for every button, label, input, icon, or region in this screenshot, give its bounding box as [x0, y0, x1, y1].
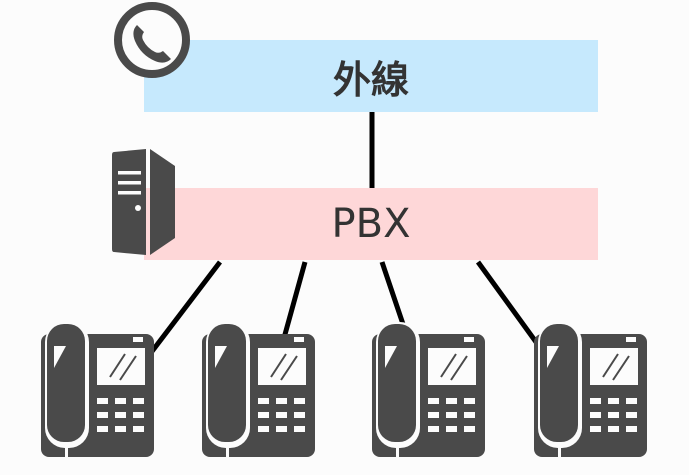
extension-line-4	[475, 260, 539, 344]
extension-line-3	[379, 261, 408, 331]
extension-line-2	[281, 261, 308, 339]
desk-phone-icon	[371, 321, 486, 458]
desk-phone-icon	[533, 321, 648, 458]
phone-circle-icon	[114, 2, 190, 78]
desk-phone-icon	[201, 321, 316, 458]
pbx-box	[144, 188, 598, 260]
outside-line-label: 外線	[332, 57, 409, 102]
pbx-label: PBX	[331, 201, 411, 247]
desk-phone-icon	[40, 321, 155, 458]
extension-line-1	[148, 260, 222, 356]
outside-line-box	[144, 40, 598, 112]
server-icon	[112, 149, 175, 255]
